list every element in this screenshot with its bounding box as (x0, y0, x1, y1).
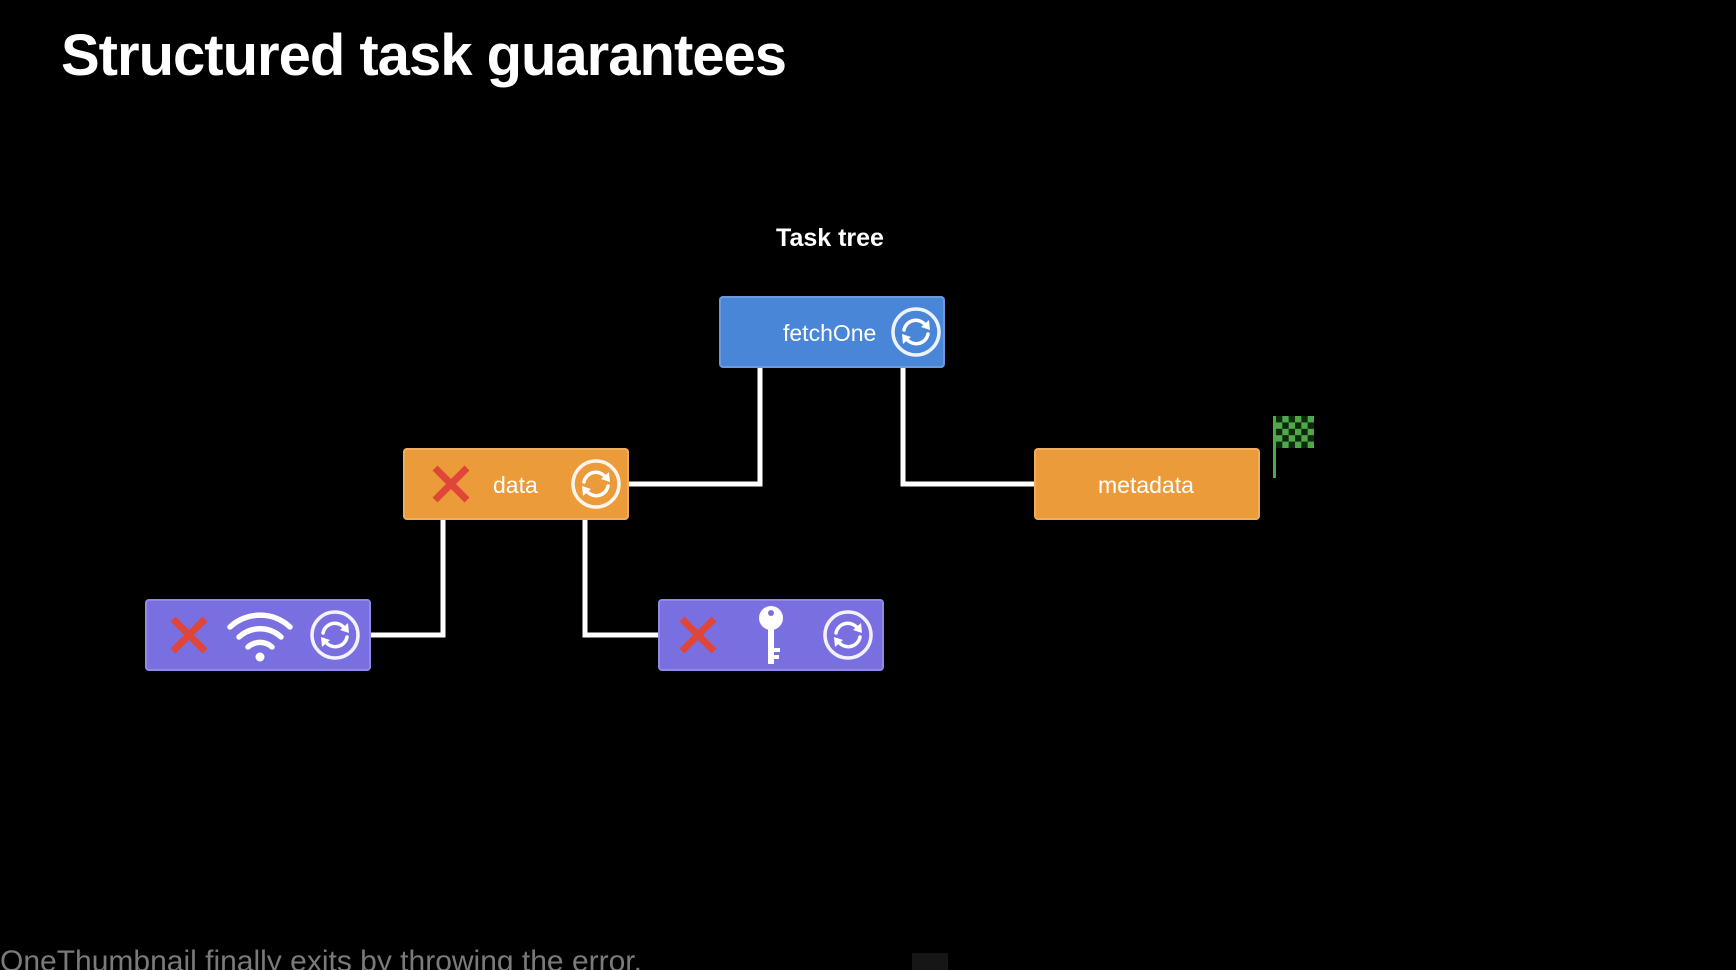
subtitle-caption: OneThumbnail finally exits by throwing t… (0, 945, 642, 970)
node-data-label: data (493, 472, 538, 498)
node-metadata[interactable]: metadata (1034, 448, 1260, 520)
node-fetchone[interactable]: fetchOne (719, 296, 945, 368)
slide-title: Structured task guarantees (61, 23, 787, 88)
key-icon (759, 606, 783, 664)
node-fetchone-label: fetchOne (783, 320, 877, 346)
task-tree-label: Task tree (776, 224, 884, 252)
cancel-x-icon (679, 616, 717, 654)
refresh-icon (571, 459, 621, 509)
node-metadata-label: metadata (1098, 472, 1194, 498)
connector-data-key (582, 518, 658, 638)
connector-fetchone-data (629, 367, 763, 487)
wifi-icon (227, 612, 293, 662)
caption-overlay-block (912, 953, 948, 970)
cancel-x-icon (170, 616, 208, 654)
node-key-decode[interactable] (658, 599, 884, 671)
refresh-icon (891, 307, 941, 357)
node-data[interactable]: data (403, 448, 629, 520)
connector-data-network (371, 518, 446, 638)
checkered-flag-icon (1273, 416, 1314, 478)
connector-fetchone-metadata (900, 367, 1035, 487)
cancel-x-icon (432, 465, 470, 503)
refresh-icon (823, 610, 873, 660)
refresh-icon (310, 610, 360, 660)
node-network-request[interactable] (145, 599, 371, 671)
